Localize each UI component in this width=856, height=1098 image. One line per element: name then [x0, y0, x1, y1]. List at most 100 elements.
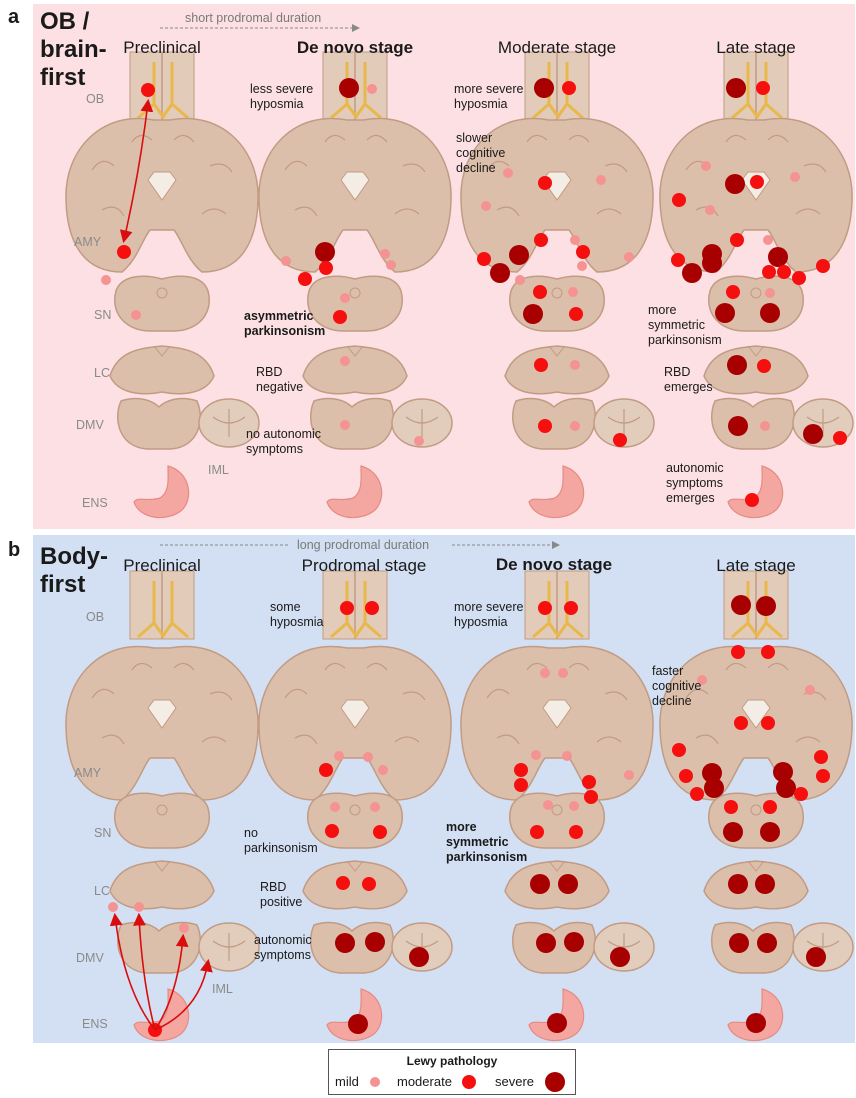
lesion-moderate — [679, 769, 693, 783]
lesion-mild — [370, 802, 380, 812]
lesion-severe — [335, 933, 355, 953]
panel-b-region-ens: ENS — [82, 1017, 108, 1031]
annotation-more-severe-hyposmia-b: more severe hyposmia — [454, 600, 523, 630]
annotation-rbd-negative: RBD negative — [256, 365, 303, 395]
panel-a-stage-preclinical: Preclinical — [123, 38, 200, 58]
lesion-severe — [727, 355, 747, 375]
lesion-severe — [534, 78, 554, 98]
lesion-moderate — [564, 601, 578, 615]
annotation-rbd-positive: RBD positive — [260, 880, 302, 910]
lesion-severe — [803, 424, 823, 444]
panel-b-stage-prodromal: Prodromal stage — [302, 556, 427, 576]
annotation-no-parkinsonism: no parkinsonism — [244, 826, 318, 856]
lesion-moderate — [514, 763, 528, 777]
lesion-mild — [330, 802, 340, 812]
panel-b-col4-midbrain-sn — [709, 793, 804, 848]
lesion-mild — [705, 205, 715, 215]
lesion-severe — [704, 778, 724, 798]
lesion-severe — [728, 416, 748, 436]
lesion-moderate — [562, 81, 576, 95]
panel-b-region-amy: AMY — [74, 766, 101, 780]
lesion-severe — [523, 304, 543, 324]
lesion-mild — [340, 356, 350, 366]
lesion-mild — [760, 421, 770, 431]
lesion-moderate — [477, 252, 491, 266]
panel-b-region-dmv: DMV — [76, 951, 104, 965]
lesion-severe — [728, 874, 748, 894]
lesion-severe — [723, 822, 743, 842]
lesion-mild — [334, 751, 344, 761]
lesion-moderate — [325, 824, 339, 838]
lesion-moderate — [794, 787, 808, 801]
panel-a-col3-medulla-dmv — [513, 399, 596, 449]
lesion-severe — [746, 1013, 766, 1033]
lesion-mild — [131, 310, 141, 320]
lesion-moderate — [333, 310, 347, 324]
legend: Lewy pathology mild moderate severe — [328, 1049, 576, 1095]
lesion-mild — [558, 668, 568, 678]
lesion-mild — [570, 360, 580, 370]
lesion-severe — [536, 933, 556, 953]
lesion-mild — [805, 685, 815, 695]
panel-a-col1-midbrain-sn — [115, 276, 210, 331]
lesion-moderate — [777, 265, 791, 279]
panel-a-letter: a — [8, 6, 19, 29]
lesion-mild — [101, 275, 111, 285]
lesion-severe — [757, 933, 777, 953]
lesion-moderate — [584, 790, 598, 804]
legend-title: Lewy pathology — [329, 1054, 575, 1068]
lesion-moderate — [534, 233, 548, 247]
lesion-severe — [702, 253, 722, 273]
lesion-severe — [339, 78, 359, 98]
panel-b-col4-medulla-dmv — [712, 923, 795, 973]
lesion-moderate — [745, 493, 759, 507]
lesion-moderate — [582, 775, 596, 789]
lesion-severe — [365, 932, 385, 952]
lesion-moderate — [671, 253, 685, 267]
lesion-moderate — [538, 176, 552, 190]
lesion-moderate — [761, 716, 775, 730]
lesion-moderate — [750, 175, 764, 189]
lesion-severe — [725, 174, 745, 194]
panel-b-col1-olfactory-bulb — [130, 571, 194, 639]
panel-a-col3-midbrain-sn — [510, 276, 605, 331]
lesion-mild — [340, 420, 350, 430]
panel-a-region-ob: OB — [86, 92, 104, 106]
lesion-severe — [682, 263, 702, 283]
lesion-mild — [134, 902, 144, 912]
panel-a-title: OB / brain- first — [40, 8, 107, 92]
annotation-some-hyposmia: some hyposmia — [270, 600, 324, 630]
lesion-mild — [531, 750, 541, 760]
panel-b-region-lc: LC — [94, 884, 110, 898]
panel-b-stage-de-novo: De novo stage — [496, 555, 612, 575]
annotation-no-autonomic-symptoms: no autonomic symptoms — [246, 427, 321, 457]
lesion-mild — [568, 287, 578, 297]
panel-b-letter: b — [8, 539, 20, 562]
lesion-moderate — [756, 81, 770, 95]
panel-a-stage-de-novo: De novo stage — [297, 38, 413, 58]
lesion-moderate — [534, 358, 548, 372]
lesion-moderate — [816, 769, 830, 783]
lesion-moderate — [576, 245, 590, 259]
panel-b-region-iml: IML — [212, 982, 233, 996]
lesion-mild — [378, 765, 388, 775]
panel-a-region-dmv: DMV — [76, 418, 104, 432]
lesion-mild — [624, 252, 634, 262]
lesion-severe — [610, 947, 630, 967]
lesion-mild — [562, 751, 572, 761]
annotation-more-symmetric-parkinsonism-a: more symmetric parkinsonism — [648, 303, 722, 348]
lesion-mild — [380, 249, 390, 259]
panel-b-stage-preclinical: Preclinical — [123, 556, 200, 576]
lesion-moderate — [730, 233, 744, 247]
lesion-moderate — [373, 825, 387, 839]
panel-a-col1-medulla-dmv — [118, 399, 201, 449]
lesion-moderate — [336, 876, 350, 890]
lesion-mild — [570, 235, 580, 245]
annotation-slower-cognitive-decline: slower cognitive decline — [456, 131, 505, 176]
lesion-mild — [569, 801, 579, 811]
lesion-severe — [776, 778, 796, 798]
lesion-severe — [547, 1013, 567, 1033]
lesion-severe — [315, 242, 335, 262]
lesion-moderate — [569, 825, 583, 839]
lesion-moderate — [734, 716, 748, 730]
